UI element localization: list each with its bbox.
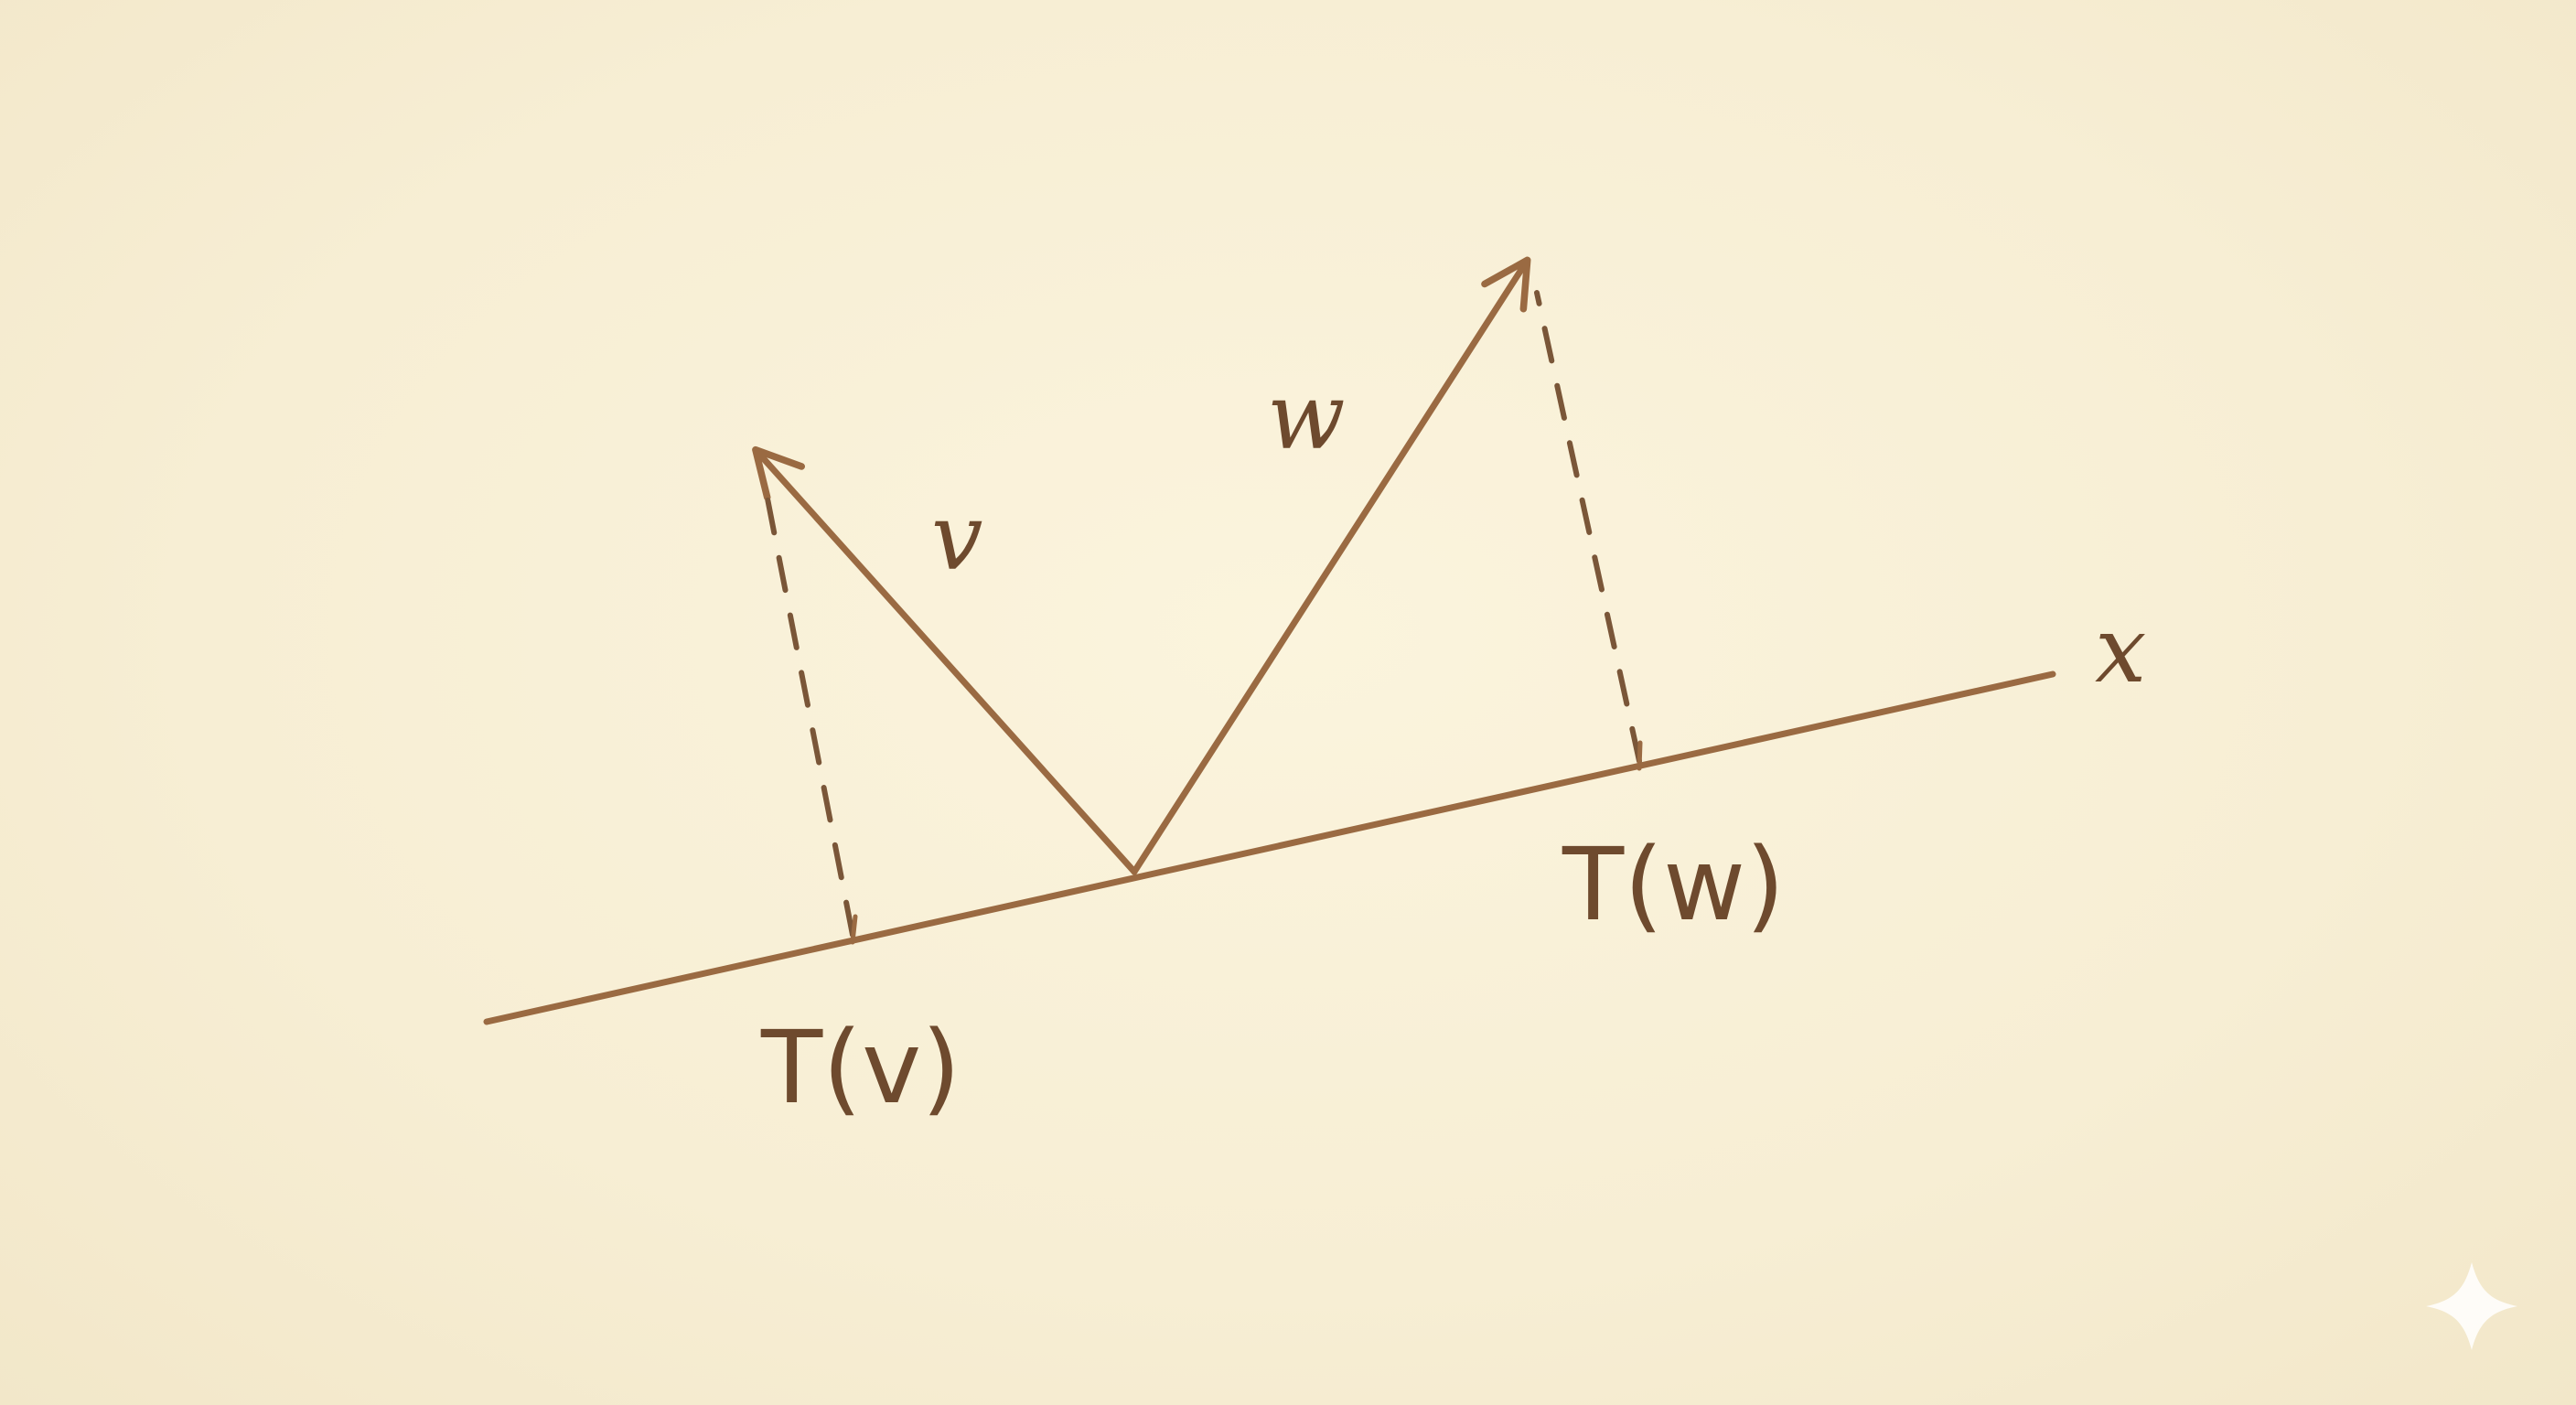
axis-label-x: x bbox=[2095, 596, 2146, 703]
projection-dash-w bbox=[1534, 290, 1642, 764]
label-t-of-v: T(v) bbox=[760, 1009, 961, 1126]
x-axis-line bbox=[483, 670, 2056, 1025]
projection-dash-v bbox=[764, 491, 855, 938]
label-w: w bbox=[1267, 363, 1346, 470]
label-v: v bbox=[931, 484, 983, 591]
vector-v-arrow bbox=[752, 445, 1138, 875]
label-t-of-w: T(w) bbox=[1562, 826, 1785, 943]
tick-t-of-v bbox=[850, 914, 858, 945]
sparkle-icon bbox=[2426, 1262, 2517, 1350]
vector-w-arrow bbox=[1131, 256, 1531, 875]
tick-t-of-w bbox=[1637, 740, 1643, 771]
